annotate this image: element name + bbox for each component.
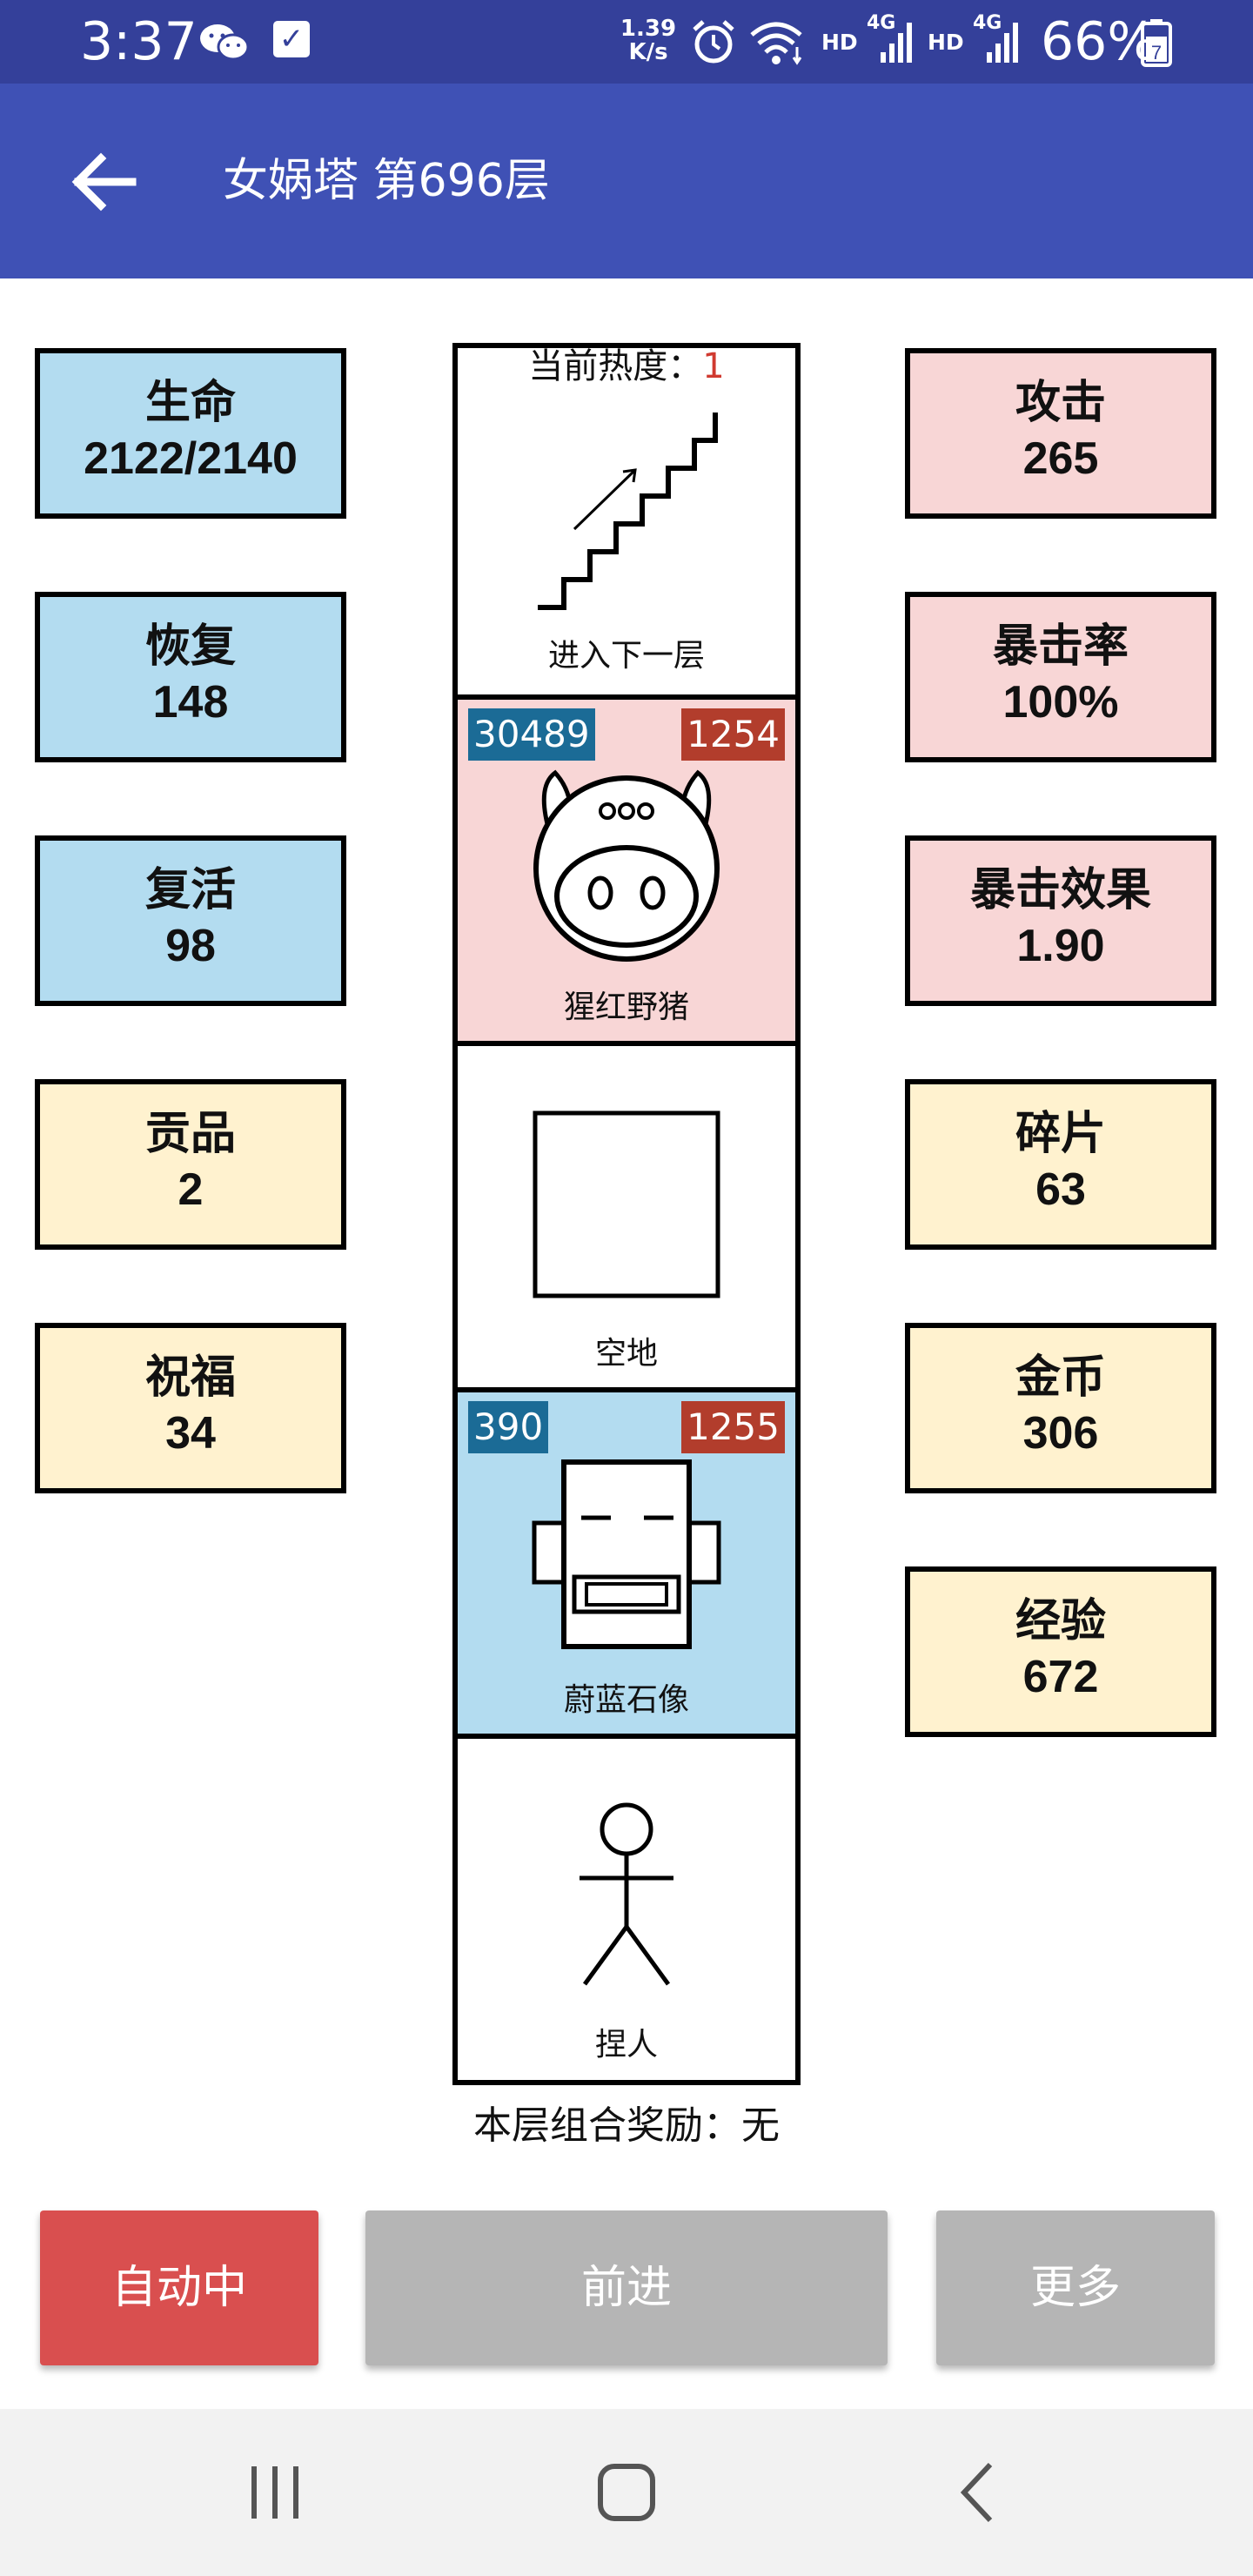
status-time: 3:37 [80,11,198,72]
stat-value: 100% [1002,677,1119,728]
heat-indicator: 当前热度：1 [528,346,725,386]
signal-icon [881,23,912,63]
wechat-icon [200,24,250,61]
network-type-label-2: 4G [973,12,1002,34]
stat-life: 生命 2122/2140 [35,348,346,519]
stat-label: 经验 [1015,1596,1106,1647]
floor-reward-text: 本层组合奖励：无 [473,2103,780,2148]
home-icon[interactable] [592,2458,661,2527]
auto-button[interactable]: 自动中 [40,2210,318,2365]
boar-icon [533,769,720,962]
empty-square-icon [533,1110,720,1298]
stat-tribute: 贡品 2 [35,1079,346,1250]
stat-label: 攻击 [1015,378,1106,428]
cell-name: 进入下一层 [547,638,705,674]
net-speed: 1.39 K/s [620,16,677,65]
heat-value: 1 [702,346,725,386]
stat-blessing: 祝福 34 [35,1323,346,1493]
system-nav-bar [0,2409,1253,2576]
stat-value: 265 [1022,433,1099,484]
battery-level-text: 7 [1151,42,1162,64]
stat-fragments: 碎片 63 [905,1079,1216,1250]
stat-revive: 复活 98 [35,835,346,1006]
app-bar: 女娲塔 第696层 [0,84,1253,278]
stat-label: 暴击效果 [969,865,1151,916]
stat-value: 672 [1022,1652,1099,1702]
recent-apps-icon[interactable] [240,2458,310,2527]
stat-value: 306 [1022,1408,1099,1459]
network-hd-label-2: HD [928,30,964,55]
monster-hp-badge: 390 [468,1401,549,1453]
stat-label: 贡品 [144,1109,236,1159]
tower-cell-empty[interactable]: 空地 [458,1041,795,1389]
tower-cell-create-character[interactable]: 捏人 [458,1734,795,2080]
wifi-icon [750,22,802,65]
back-arrow-icon[interactable] [64,143,143,221]
stat-experience: 经验 672 [905,1566,1216,1737]
battery-percent: 66% [1041,11,1157,72]
cell-name: 蔚蓝石像 [563,1682,689,1718]
monster-attack-badge: 1254 [681,708,785,761]
stat-label: 祝福 [144,1352,236,1403]
status-bar: 3:37 ✓ 1.39 K/s HD 4G HD 4G 66% 7 [0,0,1253,84]
battery-icon: 7 [1141,19,1172,67]
stat-label: 复活 [144,865,236,916]
tower-column: 当前热度：1 进入下一层 30489 1254 猩红野猪 空地 [452,343,801,2085]
stat-label: 恢复 [144,621,236,672]
stick-figure-icon [580,1802,673,1986]
tower-cell-next-floor[interactable]: 当前热度：1 进入下一层 [458,348,795,694]
stat-crit-rate: 暴击率 100% [905,592,1216,762]
signal-icon-2 [987,23,1018,63]
stairs-icon [538,413,718,610]
stat-crit-effect: 暴击效果 1.90 [905,835,1216,1006]
stat-label: 金币 [1015,1352,1106,1403]
page-title: 女娲塔 第696层 [223,155,550,207]
monster-attack-badge: 1255 [681,1401,785,1453]
stat-label: 暴击率 [992,621,1129,672]
monster-hp-badge: 30489 [468,708,595,761]
checkbox-notification-icon: ✓ [273,21,310,57]
tower-cell-monster-statue[interactable]: 390 1255 蔚蓝石像 [458,1387,795,1735]
network-hd-label: HD [821,30,858,55]
tower-cell-monster-boar[interactable]: 30489 1254 猩红野猪 [458,694,795,1043]
back-nav-icon[interactable] [943,2458,1013,2527]
stat-value: 1.90 [1016,921,1105,971]
stat-label: 生命 [144,378,236,428]
cell-name: 捏人 [594,2027,658,2063]
stone-statue-icon [532,1459,721,1649]
alarm-icon [693,20,734,64]
stat-value: 148 [152,677,229,728]
stat-label: 碎片 [1015,1109,1106,1159]
cell-name: 空地 [594,1336,658,1372]
stat-value: 2 [178,1164,204,1215]
stat-gold: 金币 306 [905,1323,1216,1493]
stat-value: 63 [1035,1164,1086,1215]
stat-attack: 攻击 265 [905,348,1216,519]
stat-recovery: 恢复 148 [35,592,346,762]
stat-value: 2122/2140 [84,433,298,484]
cell-name: 猩红野猪 [563,989,689,1025]
more-button[interactable]: 更多 [936,2210,1215,2365]
forward-button[interactable]: 前进 [365,2210,888,2365]
network-type-label: 4G [867,12,896,34]
stat-value: 34 [165,1408,216,1459]
stat-value: 98 [165,921,216,971]
